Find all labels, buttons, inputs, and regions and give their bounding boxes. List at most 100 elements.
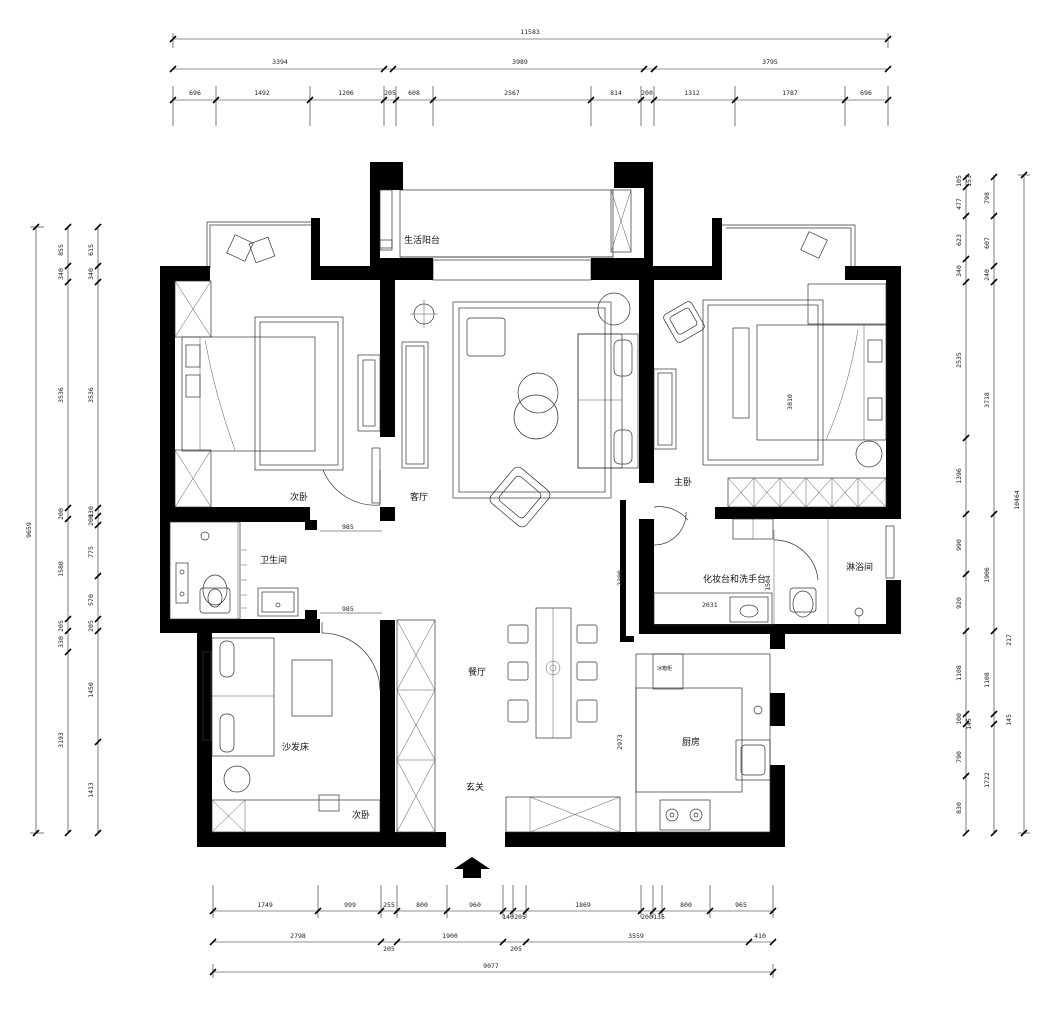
- dim-left-mid-5: 1580: [57, 561, 65, 577]
- dim-top-d8: 200: [641, 89, 653, 97]
- room-label-life-balcony: 生活阳台: [404, 234, 440, 246]
- dim-left-mid-7: 330: [57, 636, 65, 648]
- room-label-sofa-bed: 沙发床: [282, 741, 309, 753]
- dim-right-mid-2: 607: [983, 237, 991, 249]
- up-arrow-icon: [454, 857, 490, 878]
- dim-bottom-d1: 1749: [257, 901, 273, 909]
- dim-right-mid-7: 1108: [983, 672, 991, 688]
- room-label-entrance: 玄关: [466, 781, 484, 793]
- dim-top-d1: 696: [189, 89, 201, 97]
- dim-right-mid-3: 240: [983, 269, 991, 281]
- dim-bottom-mid-3: 1900: [442, 932, 458, 940]
- balcony-outlines: [163, 189, 884, 281]
- dim-top-d3: 1206: [338, 89, 354, 97]
- dim-bottom-d3: 255: [383, 901, 395, 909]
- dim-right-inner-12: 145: [965, 718, 973, 730]
- dim-right-inner-3: 477: [955, 198, 963, 210]
- dim-top-d10: 1787: [782, 89, 798, 97]
- dim-right-inner-14: 830: [955, 802, 963, 814]
- dim-right-inner-13: 790: [955, 751, 963, 763]
- dim-top-d11: 696: [860, 89, 872, 97]
- dim-right-inner-5: 340: [955, 265, 963, 277]
- dim-right-inner-6: 2535: [955, 352, 963, 368]
- dim-left-outer: 9659: [25, 522, 33, 538]
- master-bedroom: 3810 主卧: [653, 283, 887, 521]
- dim-bottom-mid-4: 205: [510, 945, 522, 953]
- dim-bottom-d7: 205: [514, 913, 526, 921]
- dim-bottom-d8: 1869: [575, 901, 591, 909]
- vanity-shower: 化妆台和洗手台 淋浴间 2031 1504: [653, 511, 895, 626]
- dim-left-inner-1: 615: [87, 244, 95, 256]
- dim-top-total: 11583: [520, 28, 540, 36]
- dim-right-inner-10: 1108: [955, 665, 963, 681]
- dim-right-mid-5: 1906: [983, 567, 991, 583]
- dim-right-inner-9: 920: [955, 597, 963, 609]
- dim-right-inner-1: 105: [955, 175, 963, 187]
- dim-top-d5: 608: [408, 89, 420, 97]
- bottom-dimensions: 1749 999 255 800 960 140 205 1869 200 13…: [209, 885, 777, 978]
- sofa-bed-room: 沙发床 次卧: [202, 622, 381, 833]
- label-bath-door: 985: [342, 523, 354, 531]
- dim-right-mid-8: 145: [1005, 714, 1013, 726]
- dim-bottom-d10: 135: [653, 913, 665, 921]
- dim-left-inner-10: 1413: [87, 782, 95, 798]
- dim-bottom-mid-5: 3559: [628, 932, 644, 940]
- dim-right-inner-8: 990: [955, 539, 963, 551]
- kitchen: 冰箱柜 厨房: [635, 653, 771, 833]
- dim-bottom-mid-2: 205: [383, 945, 395, 953]
- dim-bottom-total: 9077: [483, 962, 499, 970]
- room-label-shower: 淋浴间: [846, 561, 873, 573]
- dim-top-d7: 814: [610, 89, 622, 97]
- dim-bottom-d5: 960: [469, 901, 481, 909]
- living-room: 客厅: [401, 292, 639, 528]
- walls: [160, 162, 901, 847]
- room-label-second-bedroom-bottom: 次卧: [352, 809, 370, 821]
- dim-bottom-d9: 200: [641, 913, 653, 921]
- room-label-bathroom: 卫生间: [260, 554, 287, 566]
- room-label-master-bedroom: 主卧: [674, 476, 692, 488]
- dim-bottom-d12: 965: [735, 901, 747, 909]
- dim-left-inner-3: 3536: [87, 387, 95, 403]
- dim-left-mid-1: 855: [57, 244, 65, 256]
- life-balcony: 生活阳台: [379, 189, 632, 253]
- dim-left-inner-8: 205: [87, 620, 95, 632]
- label-fridge: 冰箱柜: [657, 665, 672, 672]
- dim-top-mid-2: 3989: [512, 58, 528, 66]
- dim-bottom-mid-1: 2798: [290, 932, 306, 940]
- dim-right-inner-2: 153: [965, 175, 973, 187]
- dim-left-inner-5: 200: [87, 514, 95, 526]
- dim-left-mid-8: 3193: [57, 732, 65, 748]
- room-label-vanity: 化妆台和洗手台: [703, 573, 766, 585]
- label-kitchen-len: 2973: [616, 734, 624, 750]
- label-bed-width: 3810: [786, 394, 794, 410]
- dim-left-mid-2: 340: [57, 268, 65, 280]
- balcony-cushion-right: [800, 231, 828, 259]
- dim-right-outer: 10464: [1013, 490, 1021, 510]
- dim-right-mid-6: 217: [1005, 634, 1013, 646]
- bathroom-left: 卫生间 985 985: [169, 521, 382, 620]
- dim-right-inner-4: 623: [955, 234, 963, 246]
- dim-top-d6: 2567: [504, 89, 520, 97]
- dim-left-inner-9: 1450: [87, 682, 95, 698]
- dim-right-inner-11: 100: [955, 713, 963, 725]
- second-bedroom-top: 次卧: [174, 280, 381, 508]
- room-label-second-bedroom-top: 次卧: [290, 491, 308, 503]
- dim-top-mid-3: 3795: [762, 58, 778, 66]
- room-label-kitchen: 厨房: [682, 736, 700, 748]
- dim-bottom-d6: 140: [502, 913, 514, 921]
- dim-left-mid-6: 205: [57, 620, 65, 632]
- label-sofa-door: 985: [342, 605, 354, 613]
- label-vanity-len: 2031: [702, 601, 718, 609]
- top-dimensions: 11583 3394 3989 3795 696 1492 1206 205 6…: [169, 28, 892, 126]
- dim-right-mid-9: 1722: [983, 772, 991, 788]
- dim-top-d4: 205: [384, 89, 396, 97]
- dim-right-mid-4: 3718: [983, 392, 991, 408]
- dim-left-mid-4: 200: [57, 508, 65, 520]
- dim-top-d9: 1312: [684, 89, 700, 97]
- label-vanity-side: 1504: [764, 575, 772, 591]
- dim-right-mid-1: 798: [983, 192, 991, 204]
- dim-left-inner-2: 340: [87, 268, 95, 280]
- dim-left-inner-6: 775: [87, 546, 95, 558]
- dim-left-inner-7: 570: [87, 594, 95, 606]
